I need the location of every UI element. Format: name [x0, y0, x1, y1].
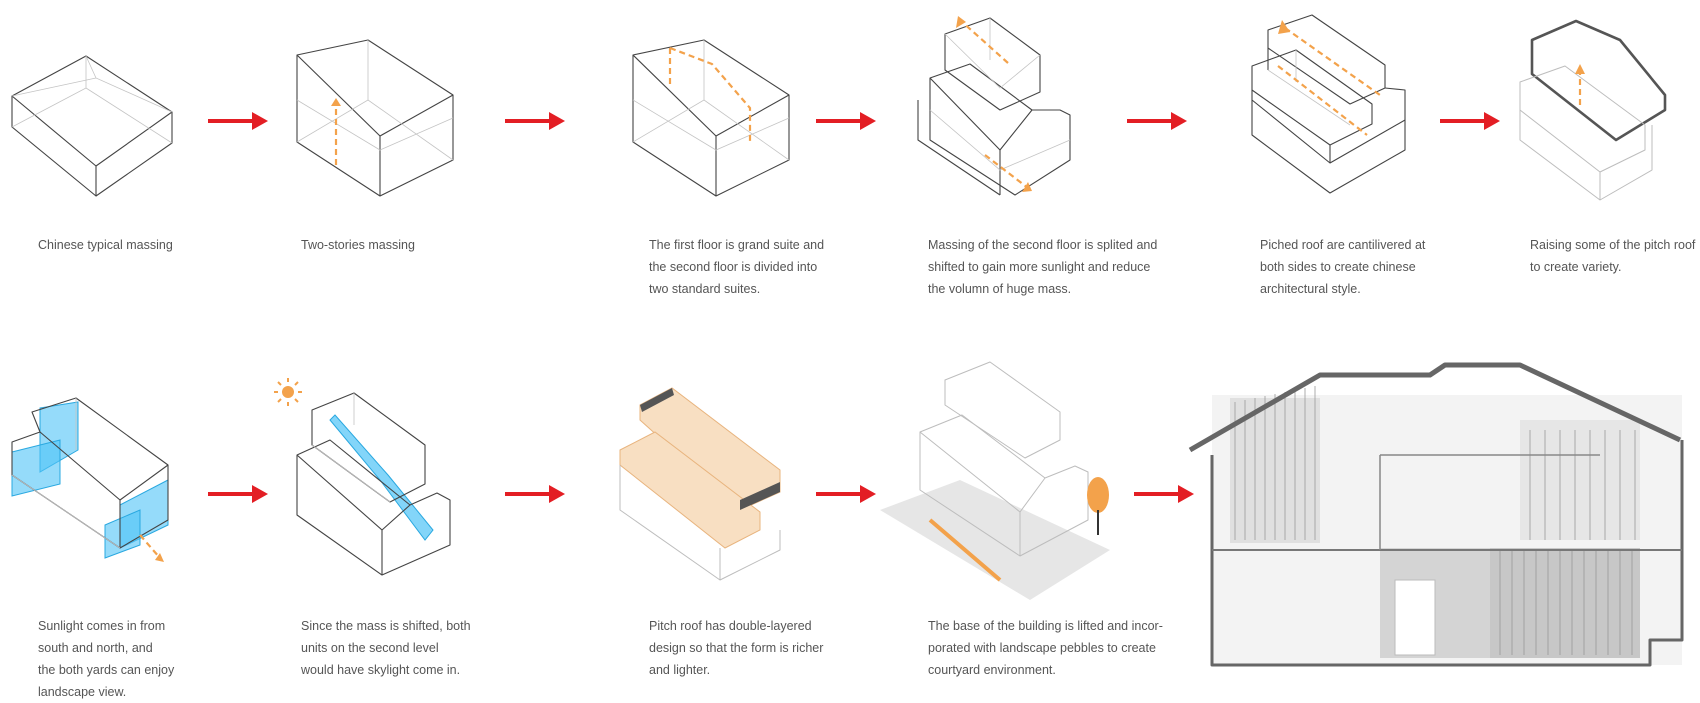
caption-step-6: Raising some of the pitch roof to create…: [1530, 234, 1695, 278]
diagram-6-raised-roof: [1519, 19, 1667, 201]
diagram-4-second-floor-shifted: [917, 16, 1071, 196]
diagram-10-lifted-base: [880, 361, 1110, 600]
caption-line: Massing of the second floor is splited a…: [928, 238, 1158, 252]
caption-line: design so that the form is richer: [649, 641, 824, 655]
diagram-2-two-stories: [296, 39, 454, 197]
diagram-8-skylight: [274, 378, 451, 576]
caption-step-9: Pitch roof has double-layered design so …: [649, 615, 823, 681]
caption-line: Sunlight comes in from: [38, 619, 166, 633]
caption-line: to create variety.: [1530, 260, 1622, 274]
caption-line: south and north, and: [38, 641, 153, 655]
caption-line: The first floor is grand suite and: [649, 238, 825, 252]
caption-step-4: Massing of the second floor is splited a…: [928, 234, 1157, 300]
caption-step-1: Chinese typical massing: [38, 234, 173, 256]
caption-line: and lighter.: [649, 663, 711, 677]
caption-line: two standard suites.: [649, 282, 761, 296]
arrow-5: [1440, 112, 1500, 130]
caption-line: courtyard environment.: [928, 663, 1056, 677]
caption-step-8: Since the mass is shifted, both units on…: [301, 615, 471, 681]
caption-line: the both yards can enjoy: [38, 663, 175, 677]
caption-step-10: The base of the building is lifted and i…: [928, 615, 1163, 681]
caption-line: landscape view.: [38, 685, 127, 699]
arrow-9: [1134, 485, 1194, 503]
arrow-7: [505, 485, 565, 503]
diagram-7-sunlight: [11, 397, 169, 562]
caption-line: Two-stories massing: [301, 238, 415, 252]
caption-line: porated with landscape pebbles to create: [928, 641, 1156, 655]
caption-line: the second floor is divided into: [649, 260, 818, 274]
caption-step-2: Two-stories massing: [301, 234, 415, 256]
diagram-1-typical-massing: [11, 55, 173, 197]
caption-line: The base of the building is lifted and i…: [928, 619, 1163, 633]
caption-line: shifted to gain more sunlight and reduce: [928, 260, 1151, 274]
caption-line: would have skylight come in.: [301, 663, 461, 677]
caption-step-5: Piched roof are cantilivered at both sid…: [1260, 234, 1425, 300]
diagram-5-cantilevered-roof: [1251, 14, 1406, 194]
caption-step-7: Sunlight comes in from south and north, …: [38, 615, 174, 703]
caption-line: both sides to create chinese: [1260, 260, 1416, 274]
arrow-6: [208, 485, 268, 503]
diagram-3-floors-divided: [632, 39, 790, 197]
arrow-3: [816, 112, 876, 130]
diagram-11-section-render: [1188, 362, 1684, 667]
arrow-4: [1127, 112, 1187, 130]
arrow-1: [208, 112, 268, 130]
caption-line: Raising some of the pitch roof: [1530, 238, 1696, 252]
arrow-2: [505, 112, 565, 130]
arrow-8: [816, 485, 876, 503]
caption-step-3: The first floor is grand suite and the s…: [649, 234, 824, 300]
caption-line: Since the mass is shifted, both: [301, 619, 471, 633]
sun-icon: [282, 386, 294, 398]
diagram-9-double-roof: [619, 387, 781, 581]
caption-line: Chinese typical massing: [38, 238, 173, 252]
caption-line: the volumn of huge mass.: [928, 282, 1072, 296]
caption-line: Piched roof are cantilivered at: [1260, 238, 1426, 252]
caption-line: Pitch roof has double-layered: [649, 619, 812, 633]
caption-line: architectural style.: [1260, 282, 1361, 296]
caption-line: units on the second level: [301, 641, 439, 655]
